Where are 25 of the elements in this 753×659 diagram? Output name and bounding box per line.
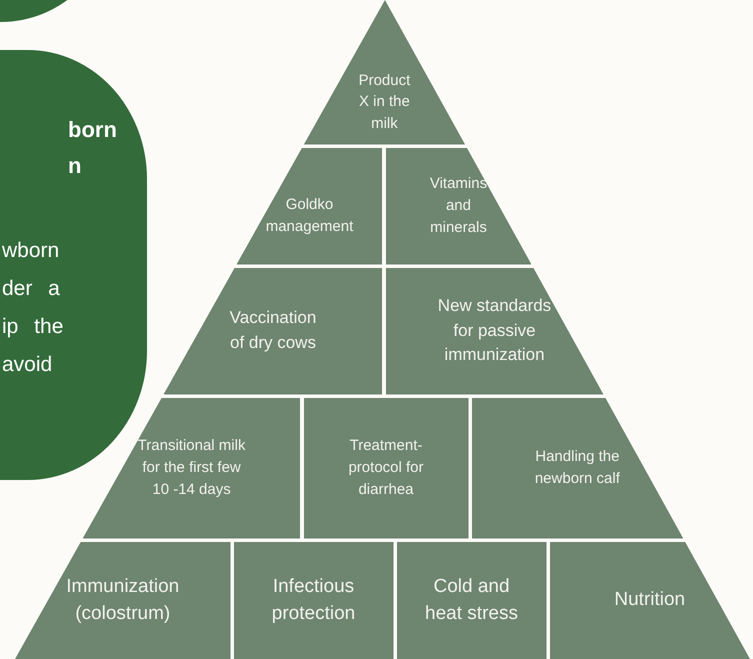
pyramid-segment xyxy=(15,542,230,659)
pyramid-segment xyxy=(550,542,750,659)
segment-label: Product X in the milk xyxy=(358,70,412,134)
segment-label: Cold and heat stress xyxy=(424,574,519,626)
segment-label: Immunization (colostrum) xyxy=(65,574,180,626)
pyramid-segment xyxy=(236,148,382,264)
segment-label: Nutrition xyxy=(613,588,686,612)
heading: born n xyxy=(68,116,118,180)
segment-label: Transitional milk for the first few 10 -14 days xyxy=(136,436,246,500)
segment-label: Infectious protection xyxy=(270,574,356,626)
segment-label: Vaccination of dry cows xyxy=(228,307,318,354)
pyramid-segment xyxy=(386,148,532,264)
pyramid-segment xyxy=(396,542,546,659)
body-text: wborn der a ip the avoid xyxy=(2,238,64,378)
segment-label: Vitamins and minerals xyxy=(428,174,488,238)
segment-label: New standards for passive immunization xyxy=(436,295,552,366)
pyramid-segment xyxy=(304,398,468,538)
segment-label: Goldko management xyxy=(264,195,354,237)
pyramid-segment xyxy=(164,268,382,394)
pyramid-segment xyxy=(472,398,684,538)
pyramid-segment xyxy=(82,398,300,538)
pyramid-segment xyxy=(234,542,394,659)
segment-label: Handling the newborn calf xyxy=(534,447,621,489)
segment-label: Treatment-protocol for diarrhea xyxy=(347,436,425,500)
pyramid-segment xyxy=(386,268,604,394)
